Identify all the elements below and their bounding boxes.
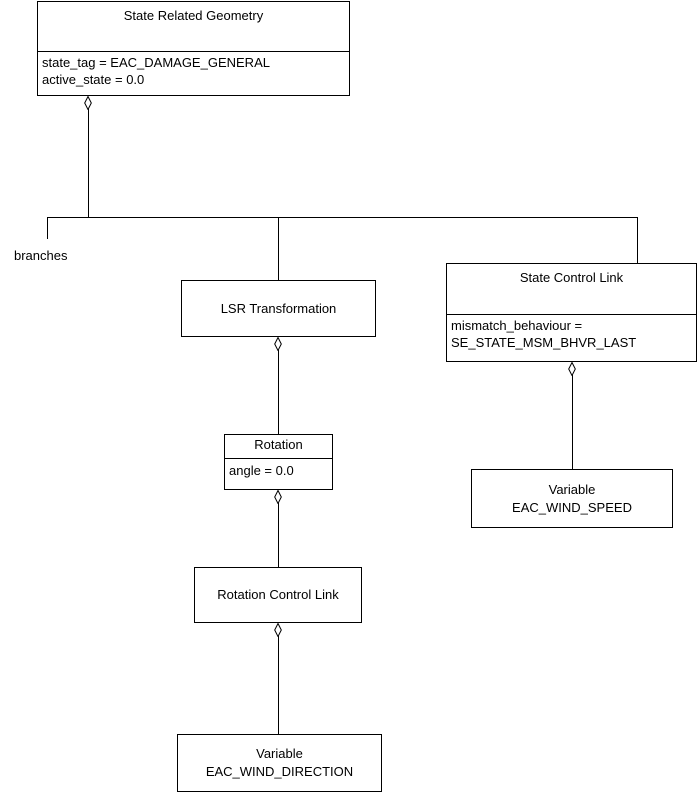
edge-branchbar-to-lsr — [278, 217, 279, 280]
node-title: Rotation — [254, 437, 303, 452]
aggregation-diamond-lsr — [274, 337, 282, 351]
edge-rotation-to-rotation-control-link — [278, 503, 279, 567]
node-rotation[interactable]: Rotation angle = 0.0 — [224, 434, 333, 490]
edge-rotation-control-link-to-variable-wind-direction — [278, 636, 279, 734]
edge-label-branches: branches — [14, 248, 68, 263]
node-attributes: state_tag = EAC_DAMAGE_GENERAL active_st… — [38, 51, 349, 95]
edge-branchbar-to-state-control-link — [637, 217, 638, 263]
node-title: Variable EAC_WIND_DIRECTION — [205, 746, 354, 779]
node-title: State Related Geometry — [123, 8, 264, 23]
node-lsr-transformation[interactable]: LSR Transformation — [181, 280, 376, 337]
node-attributes: mismatch_behaviour = SE_STATE_MSM_BHVR_L… — [447, 314, 696, 362]
node-title: LSR Transformation — [220, 300, 337, 316]
node-title: Variable EAC_WIND_SPEED — [512, 481, 632, 515]
aggregation-diamond-root — [84, 96, 92, 110]
node-variable-wind-speed[interactable]: Variable EAC_WIND_SPEED — [471, 469, 673, 528]
node-title: State Control Link — [519, 270, 624, 285]
node-attributes: angle = 0.0 — [225, 458, 332, 489]
edge-state-control-link-to-variable-wind-speed — [572, 375, 573, 469]
branch-bar — [47, 217, 638, 218]
aggregation-diamond-state-control-link — [568, 362, 576, 376]
node-rotation-control-link[interactable]: Rotation Control Link — [194, 567, 362, 623]
node-variable-wind-direction[interactable]: Variable EAC_WIND_DIRECTION — [177, 734, 382, 792]
aggregation-diamond-rotation-control-link — [274, 623, 282, 637]
edge-root-to-branchbar — [88, 109, 89, 217]
aggregation-diamond-rotation — [274, 490, 282, 504]
node-state-related-geometry[interactable]: State Related Geometry state_tag = EAC_D… — [37, 1, 350, 96]
node-title: Rotation Control Link — [217, 587, 339, 603]
edge-lsr-to-rotation — [278, 350, 279, 434]
node-state-control-link[interactable]: State Control Link mismatch_behaviour = … — [446, 263, 697, 362]
edge-branch-stub-left — [47, 217, 48, 239]
